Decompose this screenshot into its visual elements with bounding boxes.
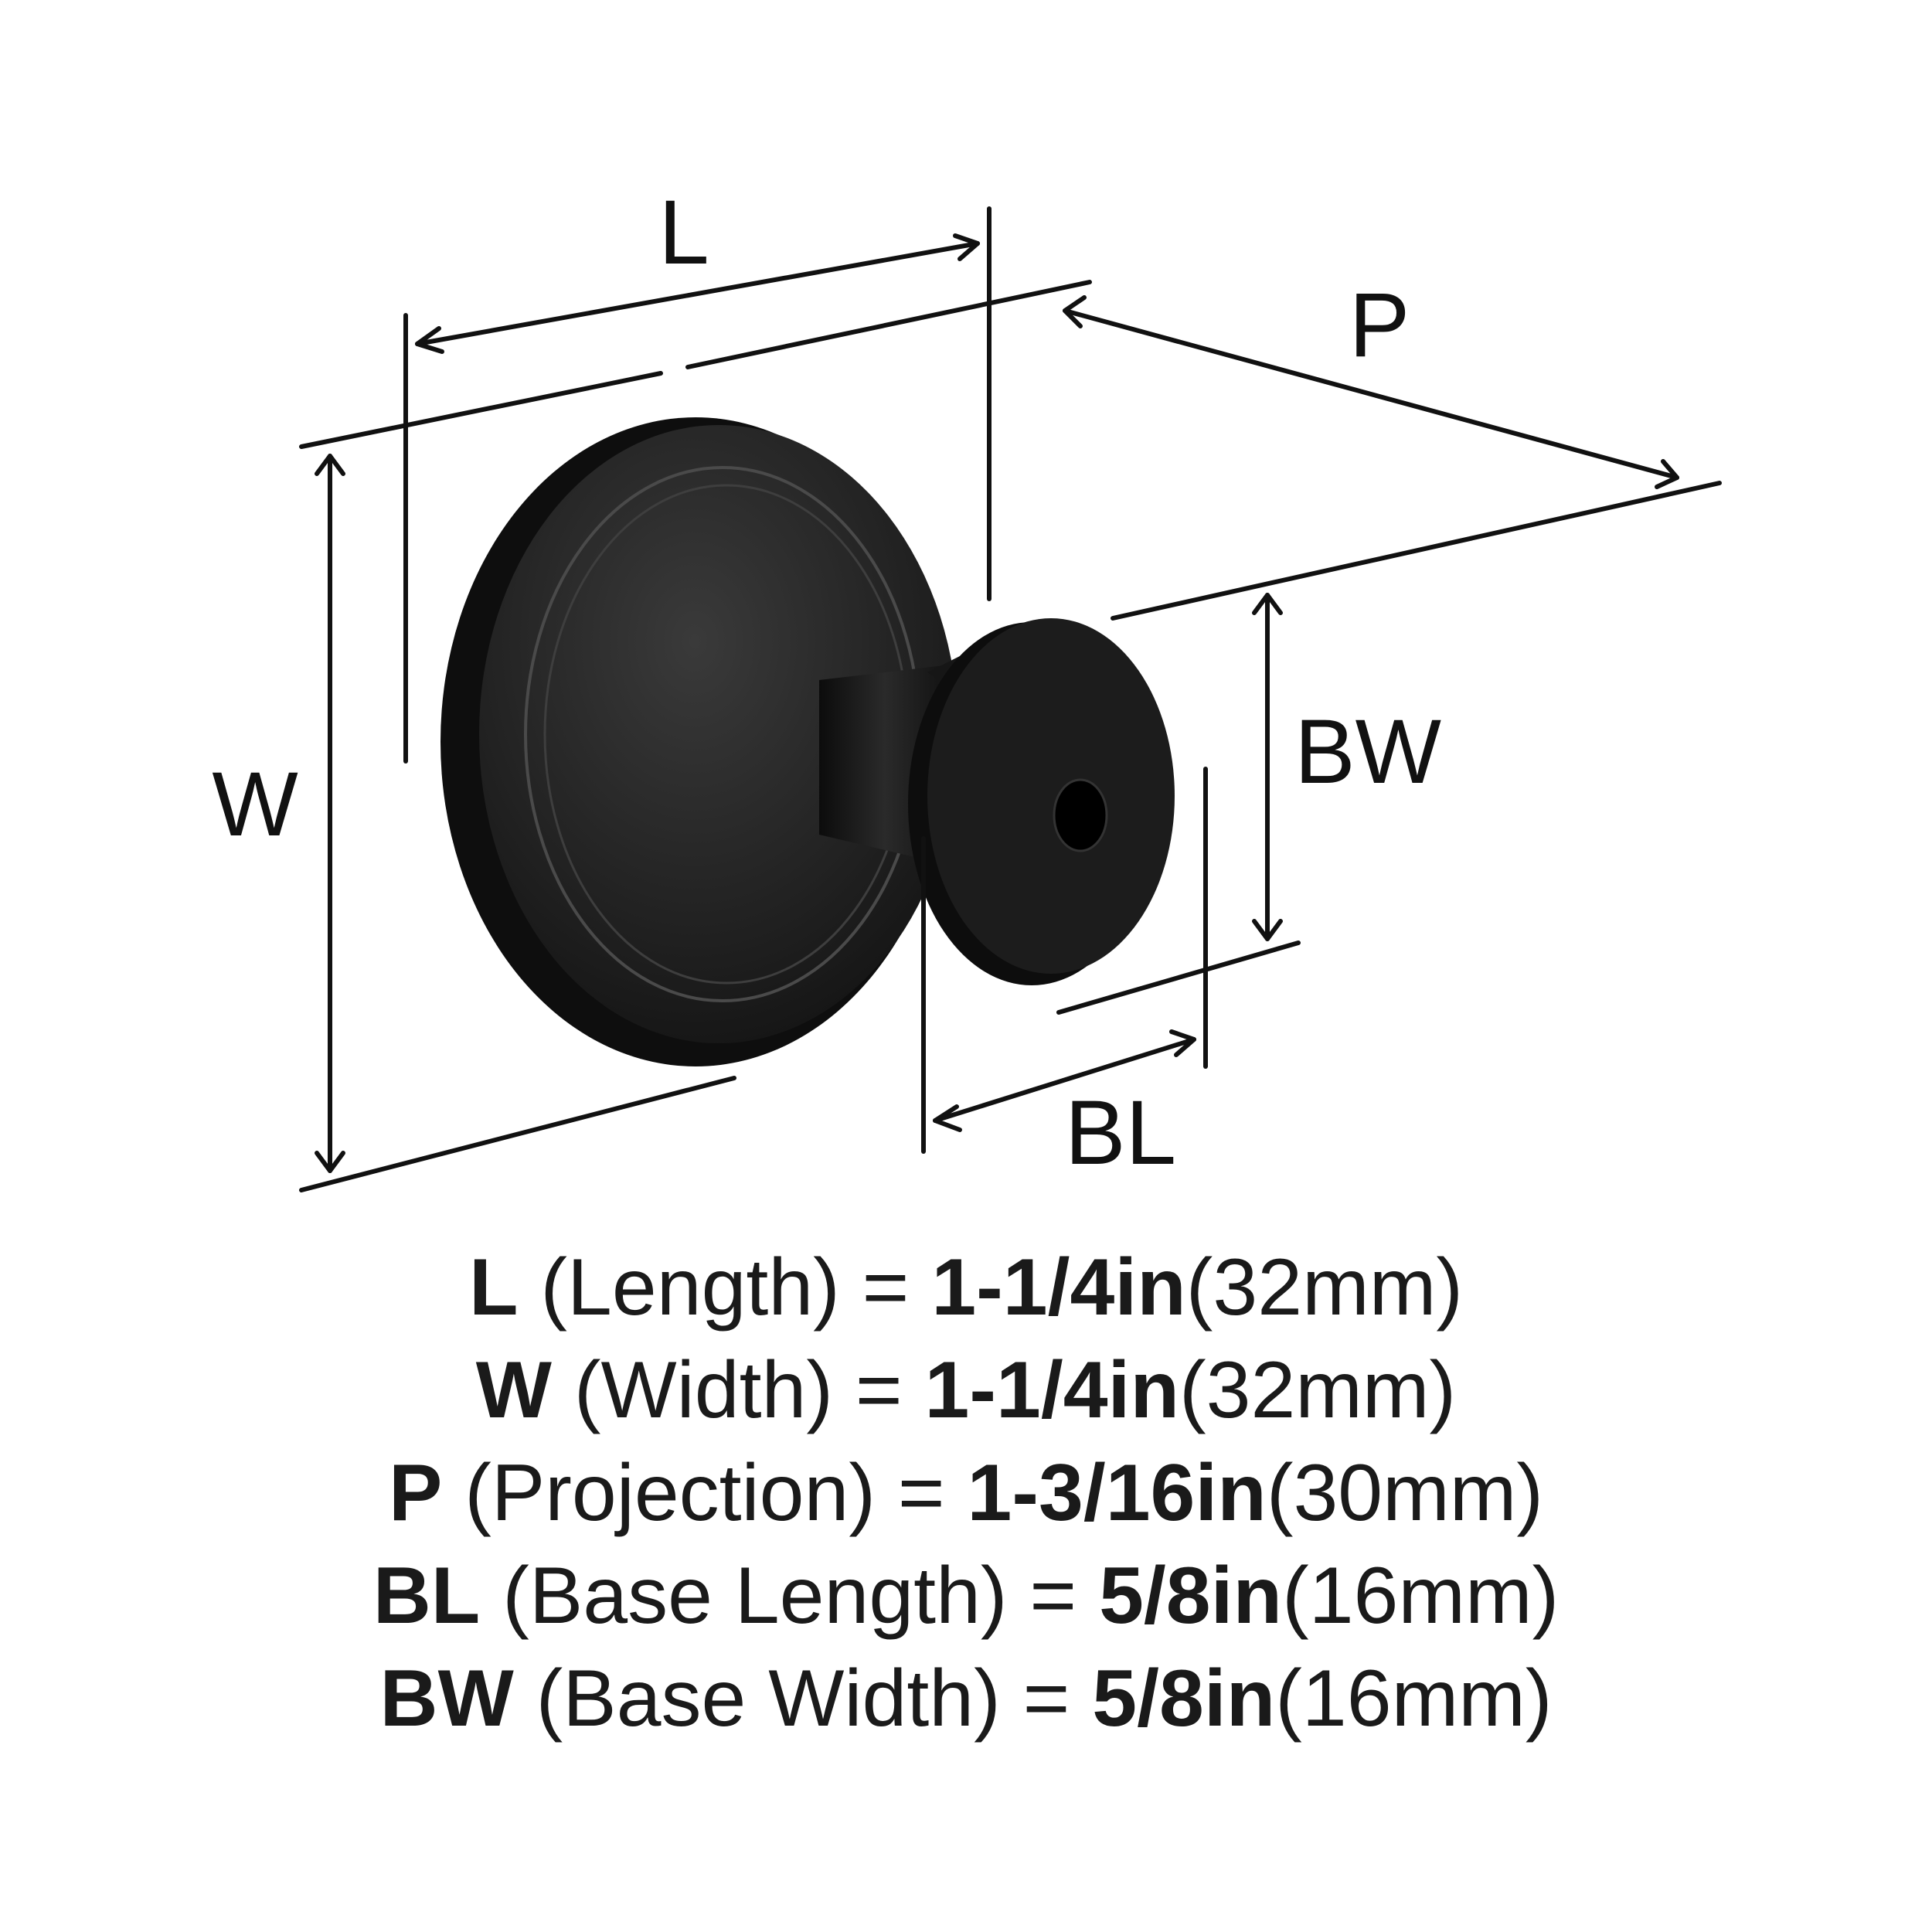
l-dimension-line <box>415 241 980 346</box>
label-bl: BL <box>1065 1082 1176 1184</box>
l-arrow-left <box>415 326 444 354</box>
bl-arrow-right <box>1169 1029 1196 1057</box>
spec-symbol: BW <box>379 1654 514 1743</box>
spec-symbol: W <box>475 1345 552 1435</box>
spec-imperial: 5/8in <box>1092 1654 1276 1743</box>
l-arrow-right <box>953 233 980 261</box>
spec-metric: (16mm) <box>1275 1654 1553 1743</box>
spec-width: W (Width) = 1-1/4in(32mm) <box>0 1339 1932 1442</box>
bw-extension-bottom <box>1056 940 1301 1015</box>
spec-base-width: BW (Base Width) = 5/8in(16mm) <box>0 1648 1932 1750</box>
rosette-face <box>479 425 958 1043</box>
knob-illustration <box>440 417 1175 1066</box>
spec-metric: (16mm) <box>1282 1551 1560 1641</box>
w-arrow-top <box>315 454 345 476</box>
bl-dimension-line <box>933 1037 1196 1123</box>
spec-name: (Base Length) = <box>480 1551 1100 1641</box>
label-p: P <box>1349 274 1410 376</box>
spec-symbol: L <box>469 1243 519 1332</box>
bw-arrow-top <box>1252 593 1283 615</box>
spec-metric: (32mm) <box>1185 1243 1463 1332</box>
rosette-top-tangent-right <box>685 280 1092 369</box>
dimension-spec-list: L (Length) = 1-1/4in(32mm) W (Width) = 1… <box>0 1236 1932 1750</box>
spec-length: L (Length) = 1-1/4in(32mm) <box>0 1236 1932 1339</box>
spec-projection: P (Projection) = 1-3/16in(30mm) <box>0 1442 1932 1545</box>
spec-imperial: 1-1/4in <box>931 1243 1186 1332</box>
rosette-bottom-tangent <box>299 1076 736 1192</box>
spec-imperial: 5/8in <box>1099 1551 1283 1641</box>
p-arrow-left <box>1063 295 1087 328</box>
w-arrow-bottom <box>315 1151 345 1173</box>
dimension-diagram: L W P BW BL <box>212 182 1722 1192</box>
spec-name: (Base Width) = <box>513 1654 1093 1743</box>
spec-imperial: 1-1/4in <box>924 1345 1179 1435</box>
knob-head-face <box>927 618 1175 974</box>
spec-metric: (30mm) <box>1266 1448 1544 1538</box>
label-l: L <box>658 182 709 284</box>
spec-imperial: 1-3/16in <box>967 1448 1267 1538</box>
spec-name: (Width) = <box>551 1345 925 1435</box>
dimension-lines <box>299 206 1722 1192</box>
bw-arrow-bottom <box>1252 919 1283 941</box>
spec-symbol: P <box>388 1448 443 1538</box>
label-bw: BW <box>1294 701 1441 803</box>
spec-name: (Length) = <box>518 1243 932 1332</box>
p-dimension-line <box>1063 308 1679 480</box>
spec-name: (Projection) = <box>442 1448 968 1538</box>
spec-metric: (32mm) <box>1179 1345 1457 1435</box>
label-w: W <box>212 753 298 855</box>
rosette-top-tangent-left <box>299 371 663 449</box>
p-extension-right <box>1111 481 1722 621</box>
bl-arrow-left <box>933 1104 962 1132</box>
spec-symbol: BL <box>372 1551 481 1641</box>
knob-center-hole <box>1053 778 1108 852</box>
spec-base-length: BL (Base Length) = 5/8in(16mm) <box>0 1545 1932 1648</box>
p-arrow-right <box>1655 459 1679 489</box>
